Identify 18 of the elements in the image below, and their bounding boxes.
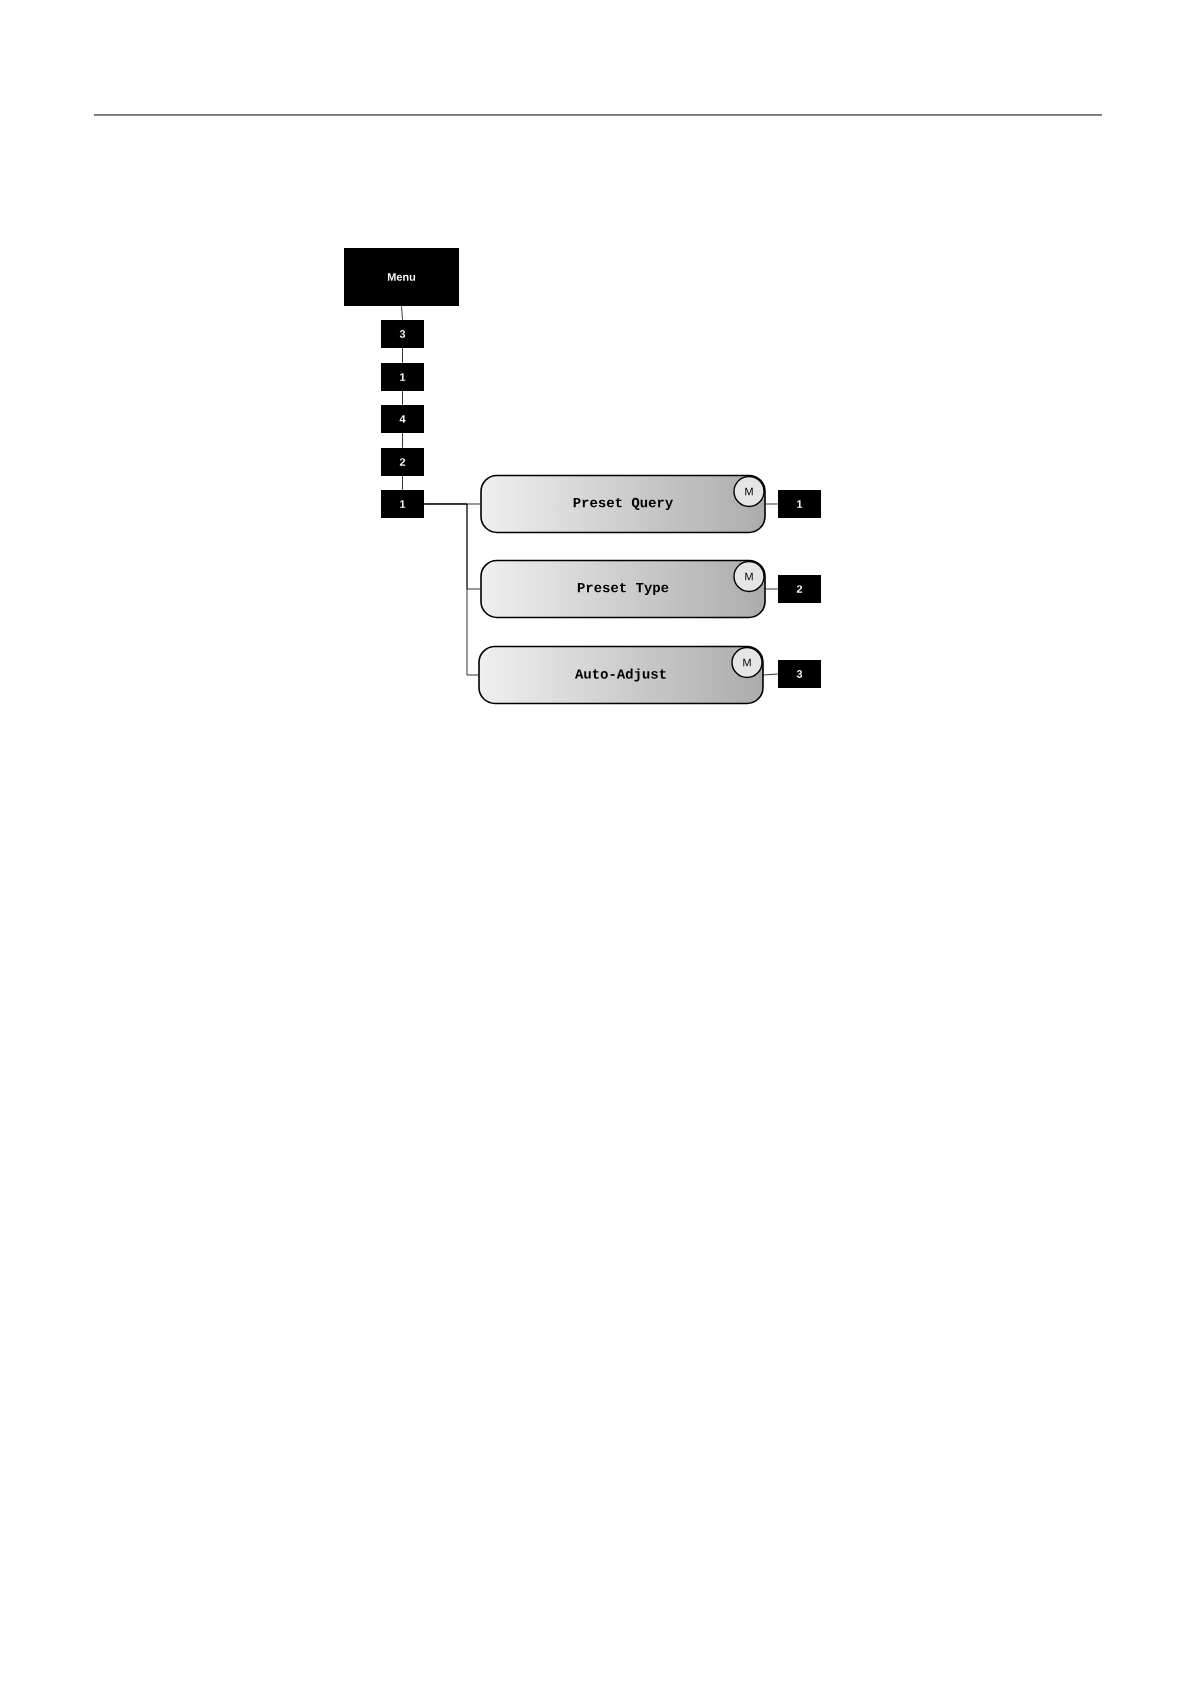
connector-line [763, 673, 779, 676]
key-box: 2 [778, 575, 821, 603]
connector-line [402, 347, 403, 364]
connector-line [402, 475, 403, 491]
menu-box: Menu [344, 248, 459, 306]
key-box: 2 [381, 448, 424, 476]
key-box: 3 [778, 660, 821, 688]
connector-line [402, 432, 403, 449]
key-box: 1 [381, 490, 424, 518]
key-box: 3 [381, 320, 424, 348]
connector-line [402, 390, 403, 406]
key-box: 4 [381, 405, 424, 433]
connector-line [423, 503, 479, 676]
connector-line [765, 503, 779, 505]
connector-line [765, 588, 779, 590]
key-box: 1 [778, 490, 821, 518]
connector-line [401, 305, 403, 321]
key-box: 1 [381, 363, 424, 391]
